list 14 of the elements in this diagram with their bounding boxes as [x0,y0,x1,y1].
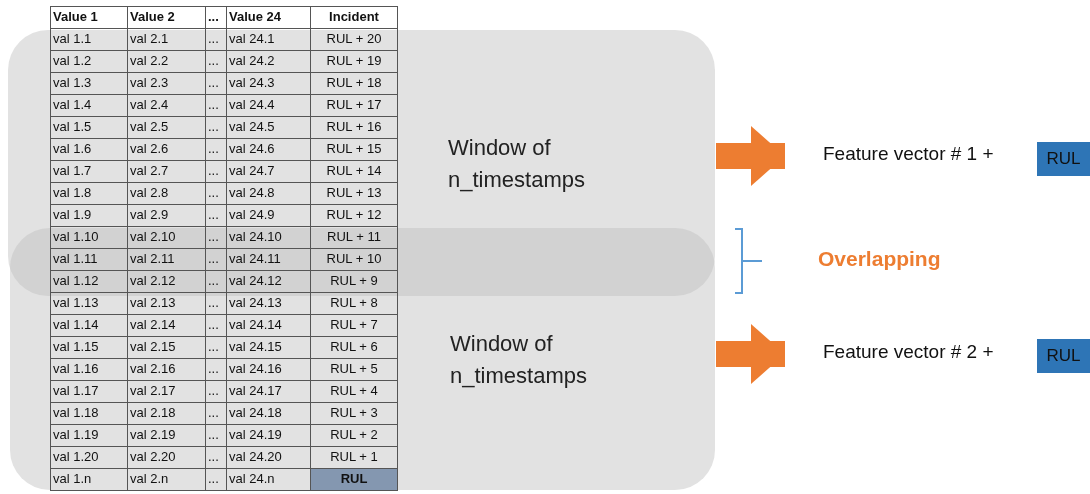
arrow [716,126,785,186]
arrow [716,324,785,384]
window-label: Window of n_timestamps [448,134,586,194]
header-cell: Incident [310,6,398,29]
table-cell: RUL [310,468,398,491]
table-cell: val 1.n [50,468,128,491]
window-region [10,228,715,490]
feature-vector-label: Feature vector # 1 + [823,143,994,165]
rul-box: RUL [1037,142,1090,176]
rul-box: RUL [1037,339,1090,373]
feature-vector-label: Feature vector # 2 + [823,341,994,363]
window-label: Window of n_timestamps [450,330,588,390]
header-cell: Value 1 [50,6,128,29]
overlap-label: Overlapping [818,247,941,271]
